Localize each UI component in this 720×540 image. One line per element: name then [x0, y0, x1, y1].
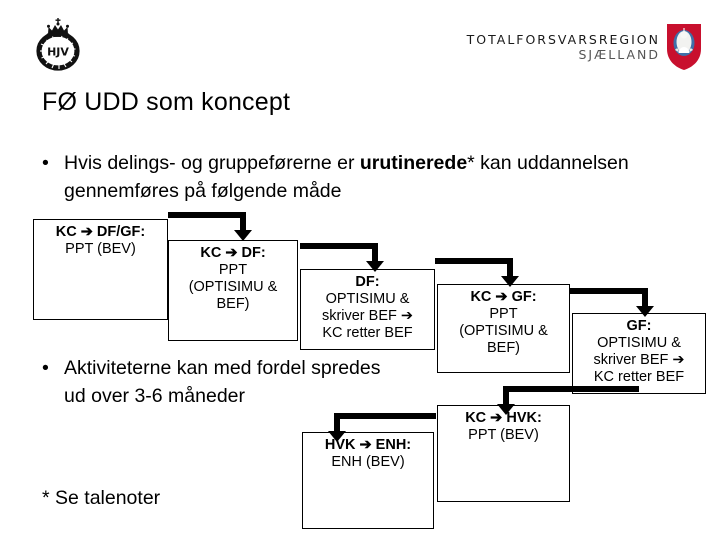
bullet-1-bold: urutinerede — [359, 152, 468, 174]
org-name-line1: TOTALFORSVARSREGION — [466, 31, 660, 47]
flow-box-df[interactable]: DF: OPTISIMU & skriver BEF ➔ KC retter B… — [300, 269, 435, 350]
bullet-item-1: • Hvis delings- og gruppeførerne er urut… — [42, 150, 662, 205]
flow-box-df-body: OPTISIMU & skriver BEF ➔ KC retter BEF — [321, 291, 414, 342]
flow-box-kc-df-gf[interactable]: KC ➔ DF/GF: PPT (BEV) — [33, 219, 168, 320]
connector-kc-gf-to-gf — [570, 288, 654, 322]
page-title: FØ UDD som koncept — [42, 88, 291, 116]
flow-box-hvk-enh[interactable]: HVK ➔ ENH: ENH (BEV) — [302, 432, 434, 529]
flow-box-hvk-enh-body: ENH (BEV) — [331, 454, 405, 471]
flow-box-df-head: DF: — [355, 274, 380, 290]
flow-box-kc-gf-head: KC ➔ GF: — [470, 289, 537, 305]
flow-box-gf[interactable]: GF: OPTISIMU & skriver BEF ➔ KC retter B… — [572, 313, 706, 394]
flow-box-gf-body: OPTISIMU & skriver BEF ➔ KC retter BEF — [593, 335, 685, 386]
flow-box-kc-df[interactable]: KC ➔ DF: PPT (OPTISIMU & BEF) — [168, 240, 298, 341]
connector-df-to-kc-gf — [435, 258, 519, 292]
connector-kc-df-gf-to-kc-df — [168, 212, 252, 246]
footnote-talenoter: * Se talenoter — [42, 487, 161, 509]
bullet-marker-icon-2: • — [42, 357, 49, 379]
bullet-item-2: • Aktiviteterne kan med fordel spredes u… — [42, 355, 382, 410]
flow-box-gf-head: GF: — [626, 318, 652, 334]
bullet-item-1-text: Hvis delings- og gruppeførerne er urutin… — [64, 150, 662, 205]
flow-box-kc-hvk[interactable]: KC ➔ HVK: PPT (BEV) — [437, 405, 570, 502]
flow-box-kc-hvk-body: PPT (BEV) — [468, 427, 539, 444]
flow-box-kc-hvk-head: KC ➔ HVK: — [465, 410, 542, 426]
flow-box-kc-df-body: PPT (OPTISIMU & BEF) — [188, 262, 278, 313]
hjemmevaernet-logo: HJV — [28, 14, 88, 76]
connector-gf-to-kc-hvk — [497, 386, 720, 420]
bullet-list-secondary: • Aktiviteterne kan med fordel spredes u… — [42, 355, 382, 410]
org-name-line2: SJÆLLAND — [578, 47, 660, 62]
bullet-1-pre: Hvis delings- og gruppeførerne er — [64, 152, 360, 174]
totalforsvarsregion-branding: TOTALFORSVARSREGION SJÆLLAND — [467, 16, 702, 78]
flow-box-hvk-enh-head: HVK ➔ ENH: — [324, 437, 412, 453]
flow-box-kc-df-gf-body: PPT (BEV) — [65, 241, 136, 258]
svg-text:HJV: HJV — [47, 46, 69, 59]
bullet-1-post: * kan uddannelsen gennemføres på følgend… — [64, 152, 629, 202]
flow-box-kc-df-head: KC ➔ DF: — [200, 245, 266, 261]
org-name: TOTALFORSVARSREGION SJÆLLAND — [467, 32, 660, 63]
bullet-list-primary: • Hvis delings- og gruppeførerne er urut… — [42, 150, 662, 205]
flow-box-kc-gf-body: PPT (OPTISIMU & BEF) — [459, 306, 548, 357]
flow-box-kc-df-gf-head: KC ➔ DF/GF: — [55, 224, 146, 240]
flow-box-kc-gf[interactable]: KC ➔ GF: PPT (OPTISIMU & BEF) — [437, 284, 570, 373]
bullet-item-2-text: Aktiviteterne kan med fordel spredes ud … — [64, 357, 381, 407]
connector-kc-df-to-df — [300, 243, 384, 277]
connector-kc-hvk-to-hvk-enh — [328, 413, 530, 447]
sjaelland-shield-crest-icon — [666, 23, 702, 71]
bullet-marker-icon: • — [42, 152, 49, 174]
